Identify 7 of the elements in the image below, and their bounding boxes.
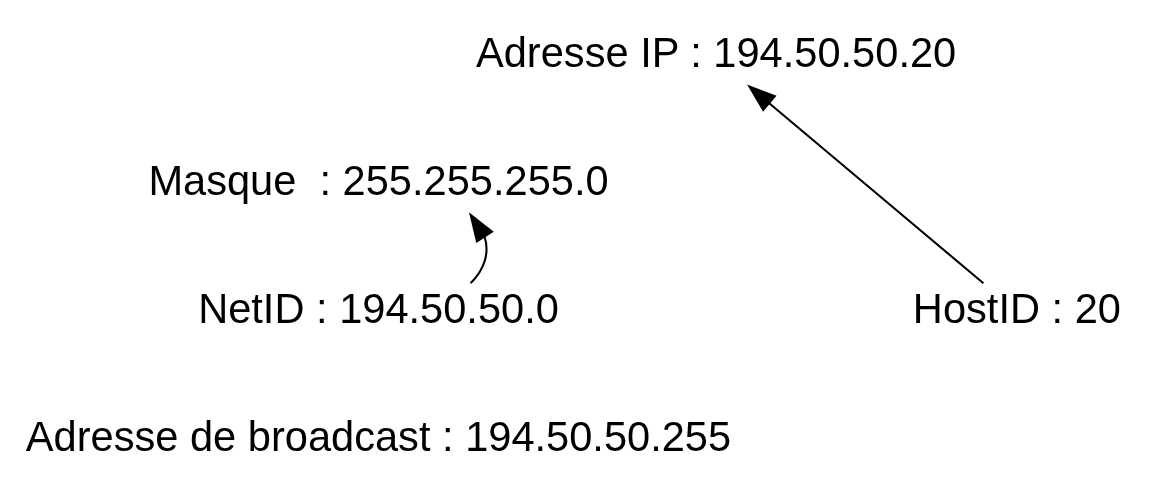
arrow	[747, 84, 985, 284]
node-text: Masque : 255.255.255.0	[148, 156, 609, 204]
node-text: NetID : 194.50.50.0	[198, 284, 559, 332]
label: Adresse de broadcast : 194.50.50.255	[25, 412, 732, 460]
node-text: HostID : 20	[912, 284, 1121, 332]
arrow	[469, 211, 494, 284]
node-text: Adresse IP : 194.50.50.20	[475, 28, 957, 76]
